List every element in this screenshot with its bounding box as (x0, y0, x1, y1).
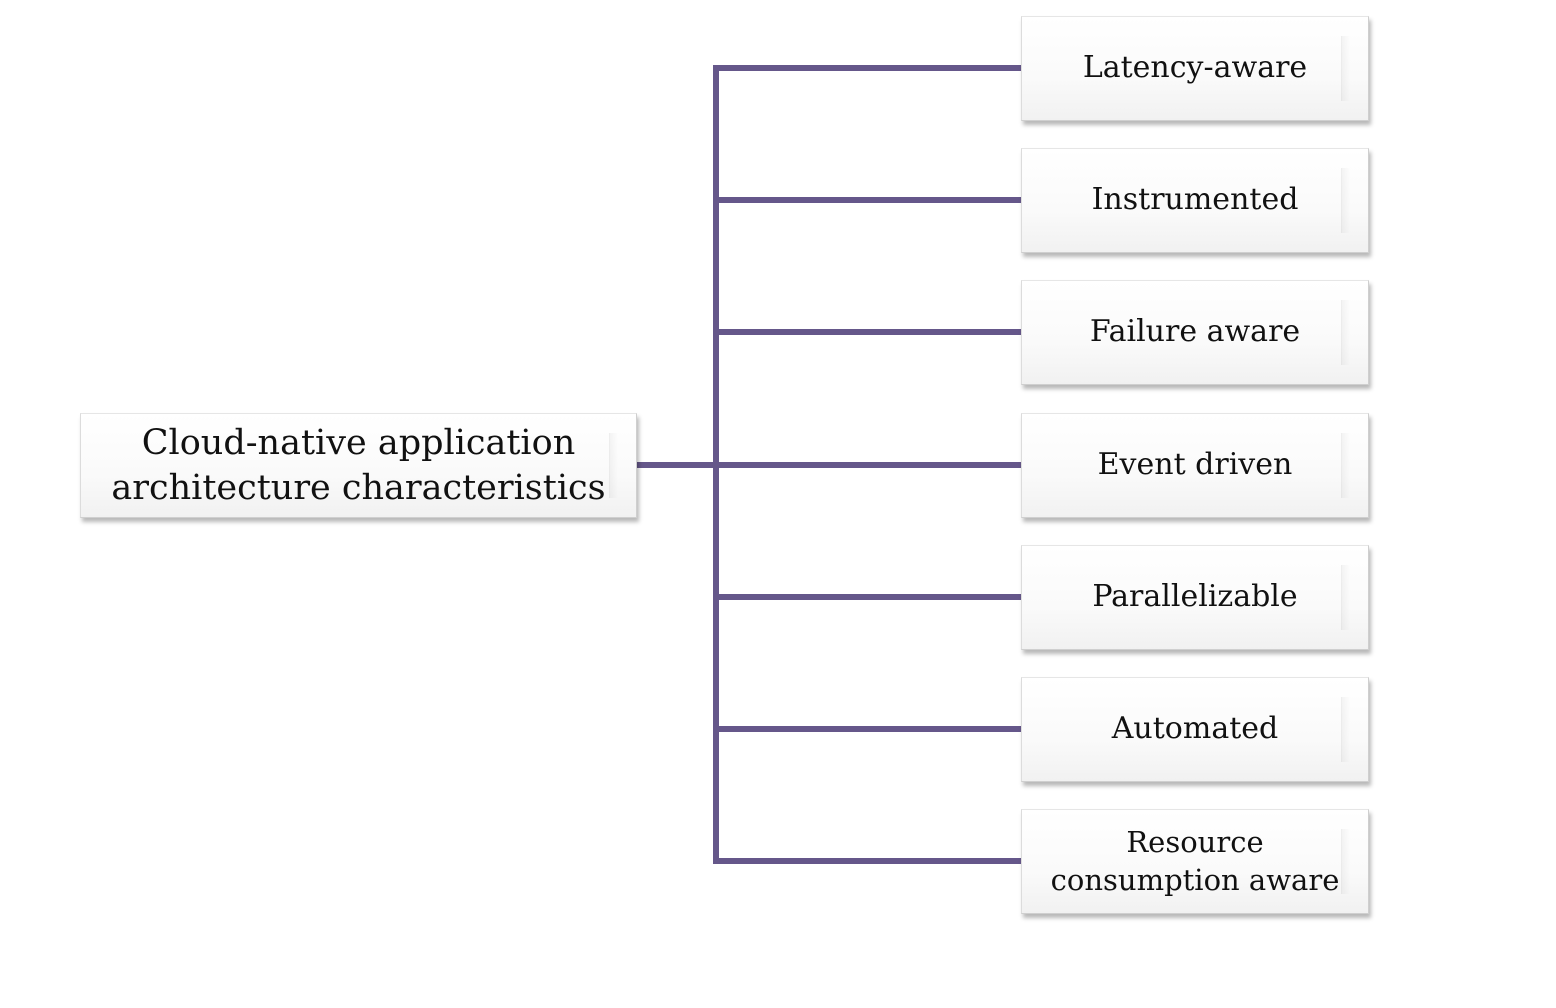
child-node-label: Automated (1111, 711, 1279, 747)
child-node-resource-consumption-aware: Resource consumption aware (1021, 809, 1369, 914)
child-node-latency-aware: Latency-aware (1021, 16, 1369, 121)
child-node-label: Latency-aware (1082, 50, 1308, 86)
child-node-instrumented: Instrumented (1021, 148, 1369, 253)
child-node-label: Instrumented (1091, 182, 1299, 218)
root-node: Cloud-native application architecture ch… (80, 413, 637, 518)
root-node-label: Cloud-native application architecture ch… (111, 422, 606, 508)
child-node-label: Parallelizable (1092, 579, 1298, 615)
child-node-failure-aware: Failure aware (1021, 280, 1369, 385)
child-node-event-driven: Event driven (1021, 413, 1369, 518)
child-node-label: Failure aware (1089, 314, 1301, 350)
child-node-parallelizable: Parallelizable (1021, 545, 1369, 650)
child-node-automated: Automated (1021, 677, 1369, 782)
child-node-label: Event driven (1097, 447, 1293, 483)
child-node-label: Resource consumption aware (1050, 824, 1340, 897)
